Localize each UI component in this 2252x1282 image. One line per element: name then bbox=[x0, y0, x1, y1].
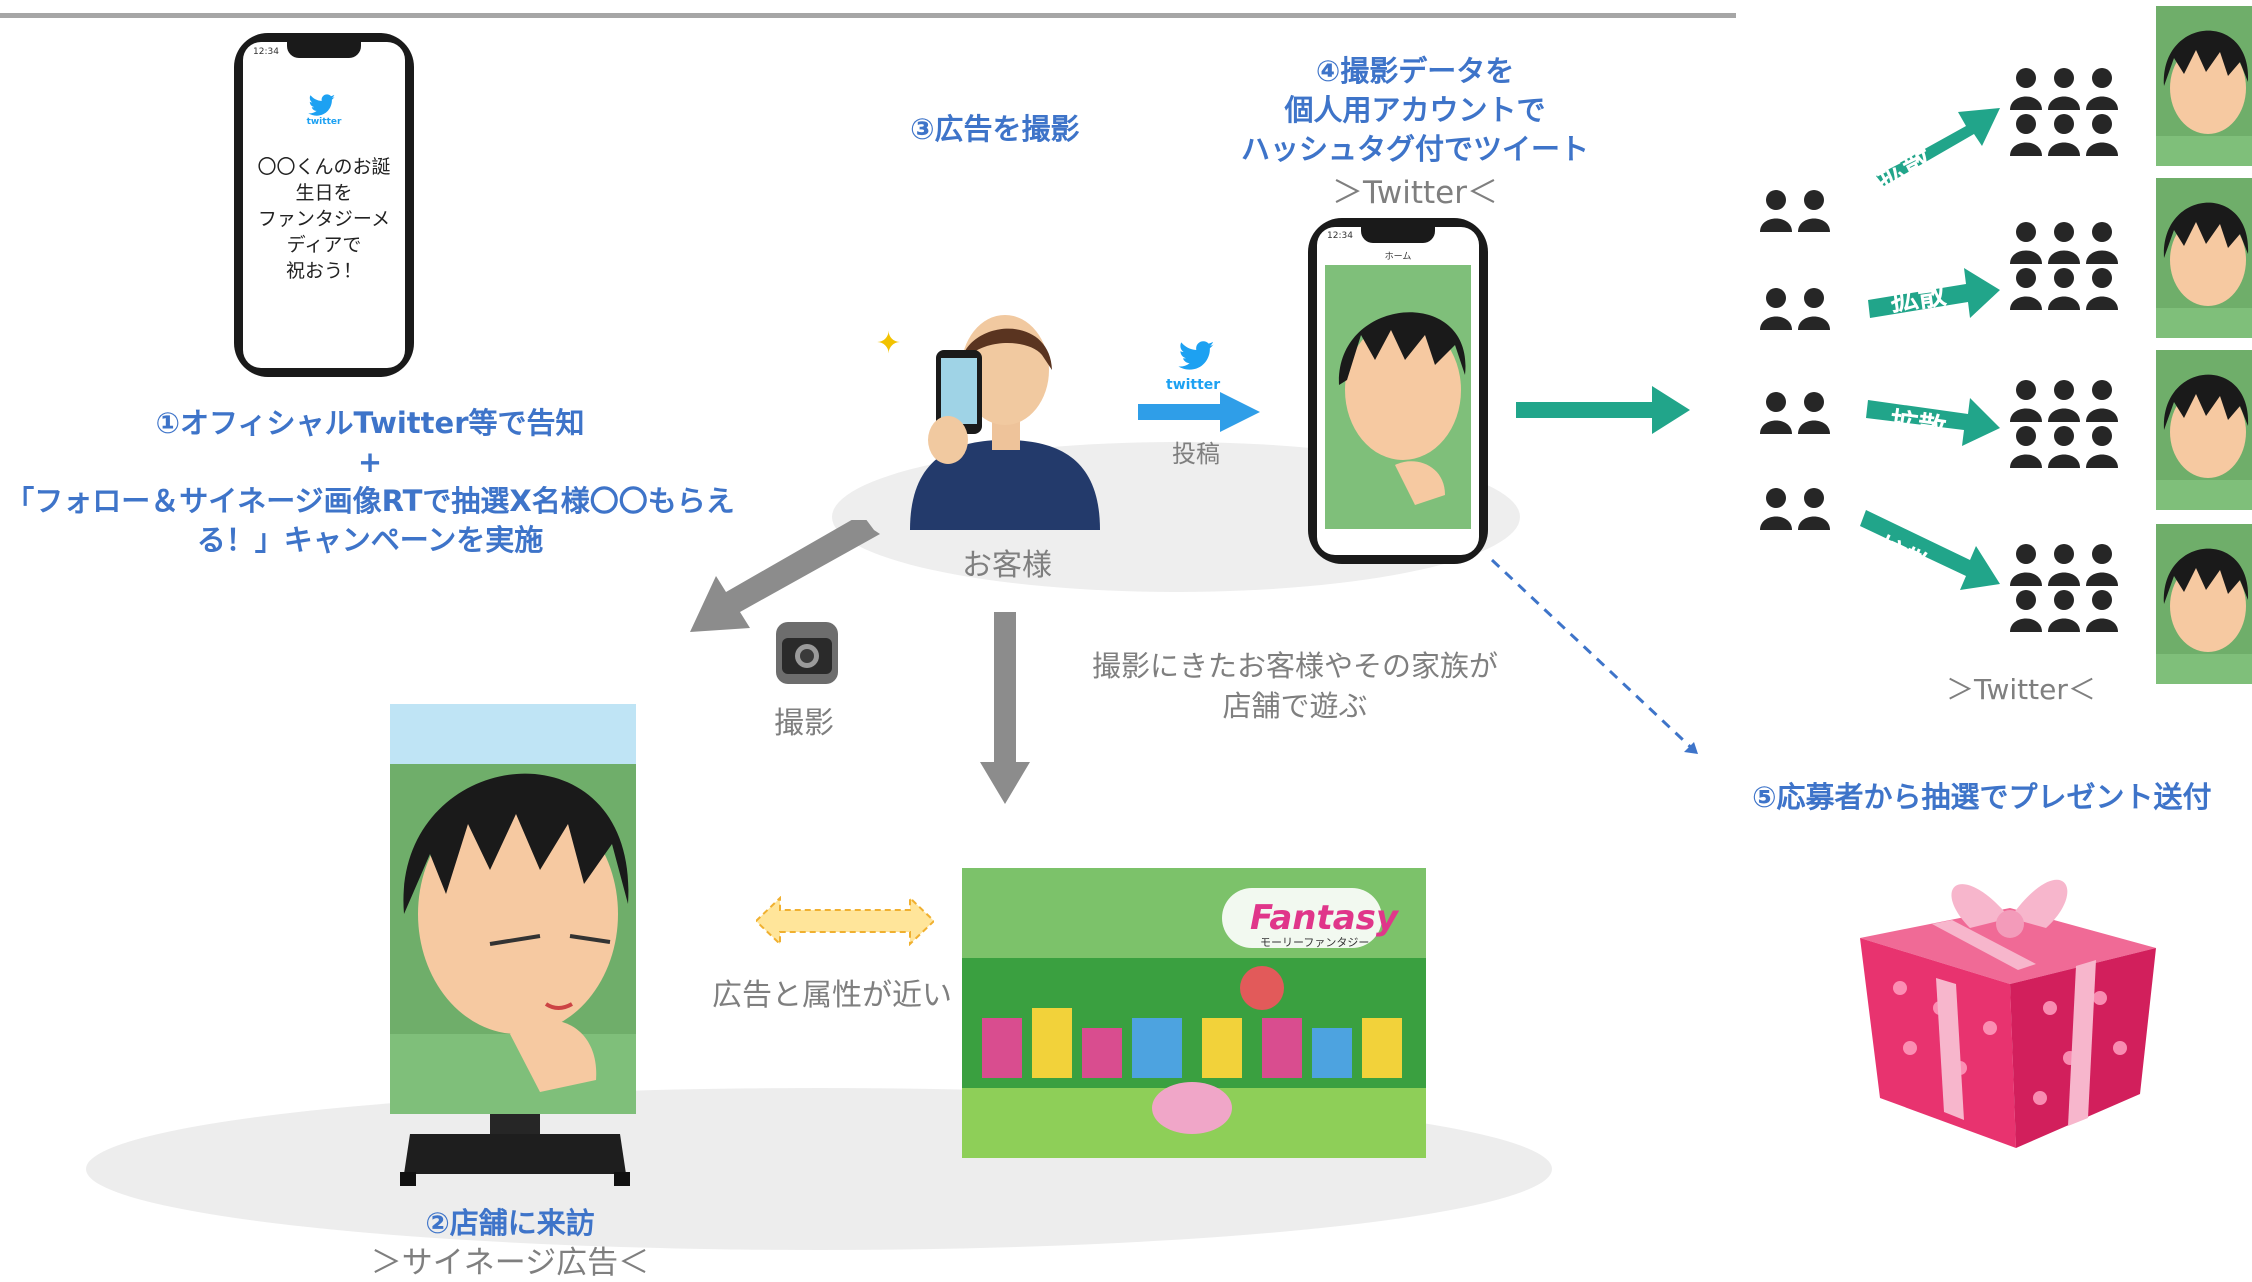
sparkle-icon: ✦ bbox=[876, 326, 902, 361]
signage-display bbox=[390, 704, 636, 1114]
face-card-1 bbox=[2156, 6, 2252, 166]
message-line: ファンタジーメ bbox=[257, 208, 391, 230]
family-text: 撮影にきたお客様やその家族が 店舗で遊ぶ bbox=[1080, 646, 1510, 726]
step4-line: 個人用アカウントで bbox=[1284, 93, 1546, 127]
message-line: 〇〇くんのお誕 bbox=[257, 156, 391, 178]
message-line: 祝おう！ bbox=[285, 260, 362, 282]
face-card-4 bbox=[2156, 524, 2252, 684]
step1-line3: る！」キャンペーンを実施 bbox=[196, 523, 544, 557]
camera-label: 撮影 bbox=[774, 706, 834, 741]
step1-plus: + bbox=[357, 445, 383, 479]
message-line: ディアで bbox=[286, 234, 362, 256]
face-card-3 bbox=[2156, 350, 2252, 510]
camera-icon bbox=[776, 622, 838, 684]
family-line: 店舗で遊ぶ bbox=[1222, 689, 1368, 723]
step1-line2: 「フォロー＆サイネージ画像RTで抽選X名様〇〇もらえ bbox=[5, 484, 735, 518]
step4-line: ④撮影データを bbox=[1315, 54, 1515, 88]
top-divider bbox=[0, 13, 1736, 18]
post-twitter-bird-icon bbox=[1174, 336, 1222, 372]
step2-title: ②店舗に来訪 bbox=[425, 1206, 595, 1240]
similarity-arrow bbox=[756, 896, 934, 946]
customer-label: お客様 bbox=[962, 548, 1052, 583]
spread-network bbox=[1756, 0, 2252, 720]
spread-label-3: 拡散 bbox=[1887, 405, 1948, 446]
phone2-time: 12:34 bbox=[1327, 231, 1353, 241]
spread-label-2: 拡散 bbox=[1888, 277, 1949, 318]
down-arrow bbox=[980, 612, 1030, 804]
announcement-message: 〇〇くんのお誕 生日を ファンタジーメ ディアで 祝おう！ bbox=[243, 154, 405, 284]
step1-caption: ①オフィシャルTwitter等で告知 + 「フォロー＆サイネージ画像RTで抽選X… bbox=[0, 404, 740, 560]
store-sign: Fantasy bbox=[1250, 898, 1399, 938]
customer-illustration bbox=[890, 300, 1120, 530]
face-card-2 bbox=[2156, 178, 2252, 338]
family-line: 撮影にきたお客様やその家族が bbox=[1091, 649, 1498, 683]
similarity-label: 広告と属性が近い bbox=[712, 978, 952, 1013]
gift-box-icon bbox=[1840, 828, 2170, 1158]
spread-arrow-main bbox=[1516, 386, 1690, 434]
step2-sub: ＞サイネージ広告＜ bbox=[370, 1245, 650, 1281]
tweet-phone: 12:34 ホーム bbox=[1308, 218, 1488, 564]
message-line: 生日を bbox=[295, 182, 353, 204]
signage-stand bbox=[400, 1114, 630, 1186]
phone-time: 12:34 bbox=[253, 47, 279, 57]
post-arrow bbox=[1138, 392, 1260, 432]
post-label: 投稿 bbox=[1172, 440, 1220, 468]
post-twitter-wordmark: twitter bbox=[1166, 377, 1221, 393]
twitter-bird-icon bbox=[305, 92, 341, 116]
twitter-wordmark: twitter bbox=[306, 117, 342, 127]
step4-sub: ＞Twitter＜ bbox=[1332, 175, 1498, 211]
step4-line: ハッシュタグ付でツイート bbox=[1240, 132, 1589, 166]
announcement-phone: 12:34 twitter 〇〇くんのお誕 生日を ファンタジーメ ディアで 祝… bbox=[234, 33, 414, 377]
tweet-photo bbox=[1325, 265, 1471, 529]
dashed-arrow bbox=[1488, 556, 1716, 772]
twitter-bottom-label: ＞Twitter＜ bbox=[1946, 673, 2096, 706]
phone2-header: ホーム bbox=[1384, 252, 1412, 262]
step4-caption: ④撮影データを 個人用アカウントで ハッシュタグ付でツイート bbox=[1230, 52, 1600, 169]
store-photo: Fantasy モーリーファンタジー bbox=[962, 868, 1426, 1158]
store-sign-sub: モーリーファンタジー bbox=[1260, 936, 1370, 949]
photo-arrow bbox=[690, 520, 880, 636]
step3-title: ③広告を撮影 bbox=[910, 112, 1080, 146]
step1-title: ①オフィシャルTwitter等で告知 bbox=[155, 406, 585, 440]
step5-title: ⑤応募者から抽選でプレゼント送付 bbox=[1752, 780, 2212, 814]
